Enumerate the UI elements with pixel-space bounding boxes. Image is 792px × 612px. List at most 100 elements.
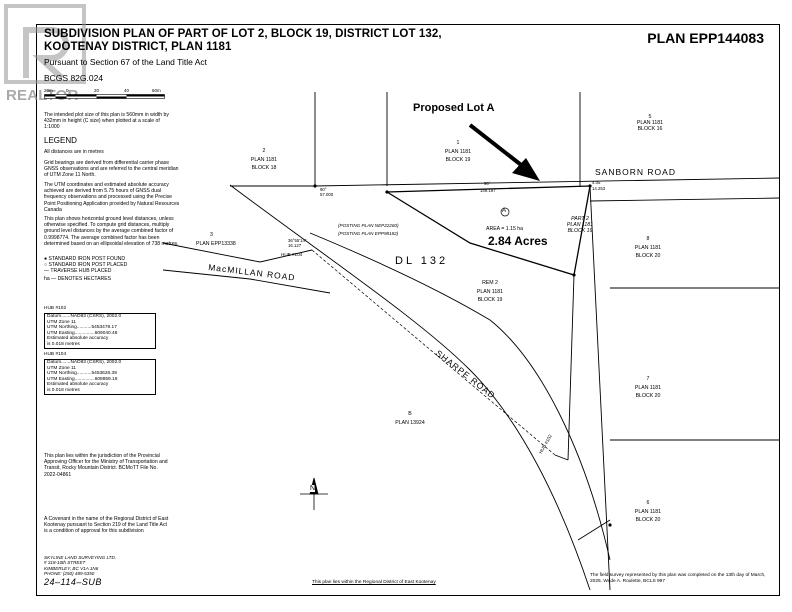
lot-number: 2 [262, 148, 266, 154]
hub-104-map-label: HUB #104 [281, 252, 303, 257]
distance-label: 149.197 [480, 188, 496, 193]
lot-number: B [408, 411, 412, 417]
jurisdiction-note: This plan lies within the jurisdiction o… [44, 453, 168, 478]
footer-center: This plan lies within the Regional Distr… [312, 580, 436, 585]
hub-row: is 0.018 metres [47, 341, 80, 347]
scale-label: 20 [94, 88, 100, 93]
lot-block: BLOCK 19 [477, 297, 503, 303]
sanborn-road-label: SANBORN ROAD [595, 167, 676, 177]
posting-plan-1: (POSTING PLAN NEP22260) [338, 223, 399, 228]
hub-row: Estimated absolute accuracy [47, 336, 109, 342]
distances-note: All distances are in metres [44, 149, 104, 155]
lot-6-label: 6 PLAN 1181 BLOCK 20 [628, 500, 668, 523]
bearing-label: 36°55'14" [288, 238, 307, 243]
hub-row: UTM Zone 11 [47, 365, 76, 371]
lot-number: REM 2 [482, 280, 498, 286]
job-number: 24–114–SUB [44, 577, 102, 587]
lot-1-label: 1 PLAN 1181 BLOCK 19 [438, 140, 478, 163]
lot-2-label: 2 PLAN 1181 BLOCK 18 [244, 148, 284, 171]
bearing-label: 90° [484, 181, 491, 186]
lot-plan: PLAN 1181 [634, 245, 662, 251]
area-label: AREA = 1.15 ha [486, 226, 524, 232]
grid-bearings-note: Grid bearings are derived from different… [44, 160, 179, 179]
title-line-1: SUBDIVISION PLAN OF PART OF LOT 2, BLOCK… [44, 28, 442, 40]
lot-plan: PLAN 1181 [476, 289, 504, 295]
lot-part2-label: PART 2 PLAN 1181 BLOCK 19 [560, 216, 600, 234]
legend-item: ○ STANDARD IRON POST PLACED [44, 262, 128, 268]
hub-102-table: Datum.......NAD83 (CSRS), 2002.0 UTM Zon… [44, 313, 156, 349]
lot-plan: PLAN 1181 [566, 222, 594, 228]
covenant-note: A Covenant in the name of the Regional D… [44, 516, 169, 535]
hub-row: Datum.......NAD83 (CSRS), 2002.0 [47, 314, 122, 319]
scale-label: 0 [66, 88, 69, 93]
lot-block: BLOCK 20 [635, 253, 661, 259]
surveyor-stamp: SKYLINE LAND SURVEYING LTD. # 318-10th S… [44, 555, 116, 577]
lot-block: BLOCK 20 [635, 393, 661, 399]
lot-number: 1 [456, 140, 460, 146]
lot-plan: PLAN 13924 [395, 420, 425, 426]
hub-row: Datum.......NAD83 (CSRS), 2002.0 [47, 360, 122, 365]
stamp-line: PHONE: (250) 489-5350 [44, 571, 95, 577]
scale-label: 20m [44, 88, 53, 93]
stamp-line: KIMBERLEY, BC V1A 1N6 [44, 565, 99, 571]
lot-number: 7 [646, 376, 650, 382]
lot-plan: PLAN 1181 [636, 120, 664, 126]
bearing-label: 90° [320, 187, 327, 192]
scale-label: 40 [124, 88, 130, 93]
pursuant-line: Pursuant to Section 67 of the Land Title… [44, 57, 208, 67]
lot-number: 6 [646, 500, 650, 506]
north-arrow-label: N [310, 485, 316, 492]
lot-number: 8 [646, 236, 650, 242]
lot-number: PART 2 [571, 216, 589, 222]
stamp-line: # 318-10th STREET [44, 560, 86, 566]
hub-row: UTM Easting...............609040.48 [47, 330, 118, 336]
legend-item: — TRAVERSE HUB PLACED [44, 268, 112, 274]
lot-7-label: 7 PLAN 1181 BLOCK 20 [628, 376, 668, 399]
lot-3-label: 3 PLAN EPP13338 [196, 232, 256, 247]
hub-row: UTM Easting...............608859.19 [47, 376, 118, 382]
footer-right: The field survey represented by this pla… [590, 573, 766, 584]
watermark-text: REALTOR [6, 87, 79, 104]
posting-plan-2: (POSTING PLAN EPP98182) [338, 231, 399, 236]
lot-plan: PLAN 1181 [634, 509, 662, 515]
lot-block: BLOCK 19 [567, 228, 593, 234]
lot-5-label: 5 PLAN 1181 BLOCK 16 [630, 114, 670, 132]
lot-plan: PLAN 1181 [444, 149, 472, 155]
plan-border [36, 24, 780, 596]
scale-label: 60m [152, 88, 161, 93]
distance-label: 57.000 [320, 192, 334, 197]
acres-label: 2.84 Acres [488, 234, 548, 248]
lot-block: BLOCK 16 [637, 126, 663, 132]
district-lot-label: DL 132 [395, 255, 449, 267]
legend-item: ● STANDARD IRON POST FOUND [44, 256, 125, 262]
hub-104-table: Datum.......NAD83 (CSRS), 2002.0 UTM Zon… [44, 359, 156, 395]
lot-number: 5 [648, 114, 652, 120]
plan-number: PLAN EPP144083 [647, 30, 764, 46]
horizontal-note: This plan shows horizontal ground level … [44, 216, 179, 247]
legend-title: LEGEND [44, 136, 77, 145]
hub-row: UTM Zone 11 [47, 319, 76, 325]
lot-block: BLOCK 18 [251, 165, 277, 171]
lot-plan: PLAN EPP13338 [196, 241, 236, 247]
plot-size-note: The intended plot size of this plan is 5… [44, 112, 169, 131]
lot-number: 3 [210, 232, 213, 238]
hub-row: UTM Northing...........5453626.39 [47, 371, 117, 377]
hub-row: UTM Northing...........5453478.17 [47, 325, 117, 331]
stamp-line: SKYLINE LAND SURVEYING LTD. [44, 555, 117, 560]
hub-104-label: HUB #104 [44, 352, 67, 357]
lot-block: BLOCK 19 [445, 157, 471, 163]
distance-label: 14.253 [592, 186, 606, 191]
hub-row: Estimated absolute accuracy [47, 382, 109, 388]
lot-a-label: A [502, 208, 507, 214]
realtor-watermark: REALTOR [0, 0, 96, 108]
lot-plan: PLAN 1181 [634, 385, 662, 391]
scale-bar: 20m 0 20 40 60m [44, 88, 174, 104]
hub-row: is 0.018 metres [47, 387, 80, 393]
lot-block: BLOCK 20 [635, 517, 661, 523]
lot-plan: PLAN 1181 [250, 157, 278, 163]
distance-label: 16.127 [288, 243, 302, 248]
lot-b-label: B PLAN 13924 [388, 411, 432, 426]
legend-item: ha — DENOTES HECTARES [44, 276, 111, 282]
